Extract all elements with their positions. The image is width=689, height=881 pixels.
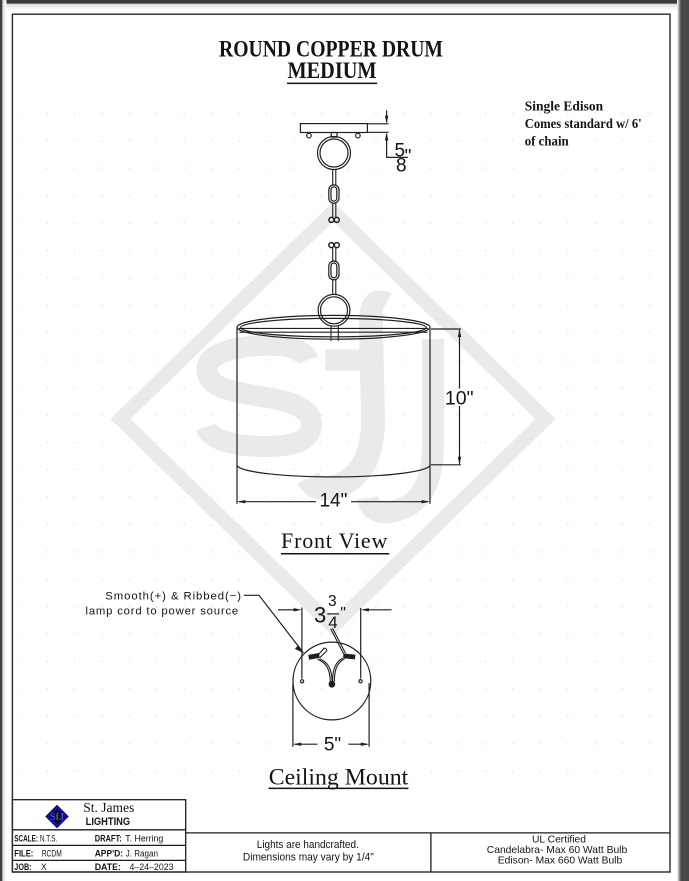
svg-text:X: X <box>41 862 47 872</box>
svg-text:Dimensions may vary by 1/4": Dimensions may vary by 1/4" <box>243 851 374 863</box>
svg-text:8: 8 <box>396 156 407 177</box>
svg-text:Front View: Front View <box>281 528 388 553</box>
svg-text:ROUND COPPER DRUM: ROUND COPPER DRUM <box>219 37 443 62</box>
svg-text:Single Edison: Single Edison <box>525 98 604 113</box>
svg-text:5": 5" <box>324 735 341 756</box>
svg-text:": " <box>340 605 346 622</box>
svg-text:3: 3 <box>328 593 337 610</box>
svg-text:N.T.S.: N.T.S. <box>40 833 57 843</box>
svg-text:APP'D:: APP'D: <box>95 848 123 858</box>
svg-text:Edison- Max 660 Watt Bulb: Edison- Max 660 Watt Bulb <box>498 855 623 866</box>
svg-text:Ceiling Mount: Ceiling Mount <box>269 764 409 790</box>
svg-text:T. Herring: T. Herring <box>125 833 163 843</box>
svg-text:SCALE:: SCALE: <box>14 833 38 843</box>
svg-text:10": 10" <box>445 388 474 410</box>
svg-text:SfJ: SfJ <box>50 812 64 823</box>
svg-text:4: 4 <box>328 613 337 632</box>
svg-text:3: 3 <box>314 602 326 627</box>
svg-text:5: 5 <box>395 141 406 162</box>
svg-text:DATE:: DATE: <box>95 862 121 872</box>
svg-text:RCDM: RCDM <box>42 848 62 858</box>
svg-text:LIGHTING: LIGHTING <box>86 816 131 828</box>
svg-text:J. Ragan: J. Ragan <box>126 848 158 858</box>
svg-text:DRAFT:: DRAFT: <box>95 833 122 843</box>
svg-text:MEDIUM: MEDIUM <box>288 58 377 83</box>
svg-text:Lights are handcrafted.: Lights are handcrafted. <box>257 839 359 851</box>
svg-text:UL Certified: UL Certified <box>532 835 586 846</box>
svg-text:FILE:: FILE: <box>14 848 33 858</box>
svg-text:4–24–2023: 4–24–2023 <box>130 862 174 872</box>
svg-text:JOB:: JOB: <box>14 862 31 872</box>
svg-text:Candelabra- Max 60 Watt Bulb: Candelabra- Max 60 Watt Bulb <box>487 845 628 856</box>
svg-text:Comes standard w/ 6': Comes standard w/ 6' <box>525 116 642 131</box>
svg-text:14": 14" <box>319 490 347 511</box>
svg-text:": " <box>405 146 412 167</box>
svg-text:of chain: of chain <box>525 133 569 148</box>
svg-text:St. James: St. James <box>83 800 134 815</box>
svg-text:Smooth(+) & Ribbed(−): Smooth(+) & Ribbed(−) <box>105 590 241 602</box>
svg-text:lamp cord to power source: lamp cord to power source <box>86 606 239 618</box>
